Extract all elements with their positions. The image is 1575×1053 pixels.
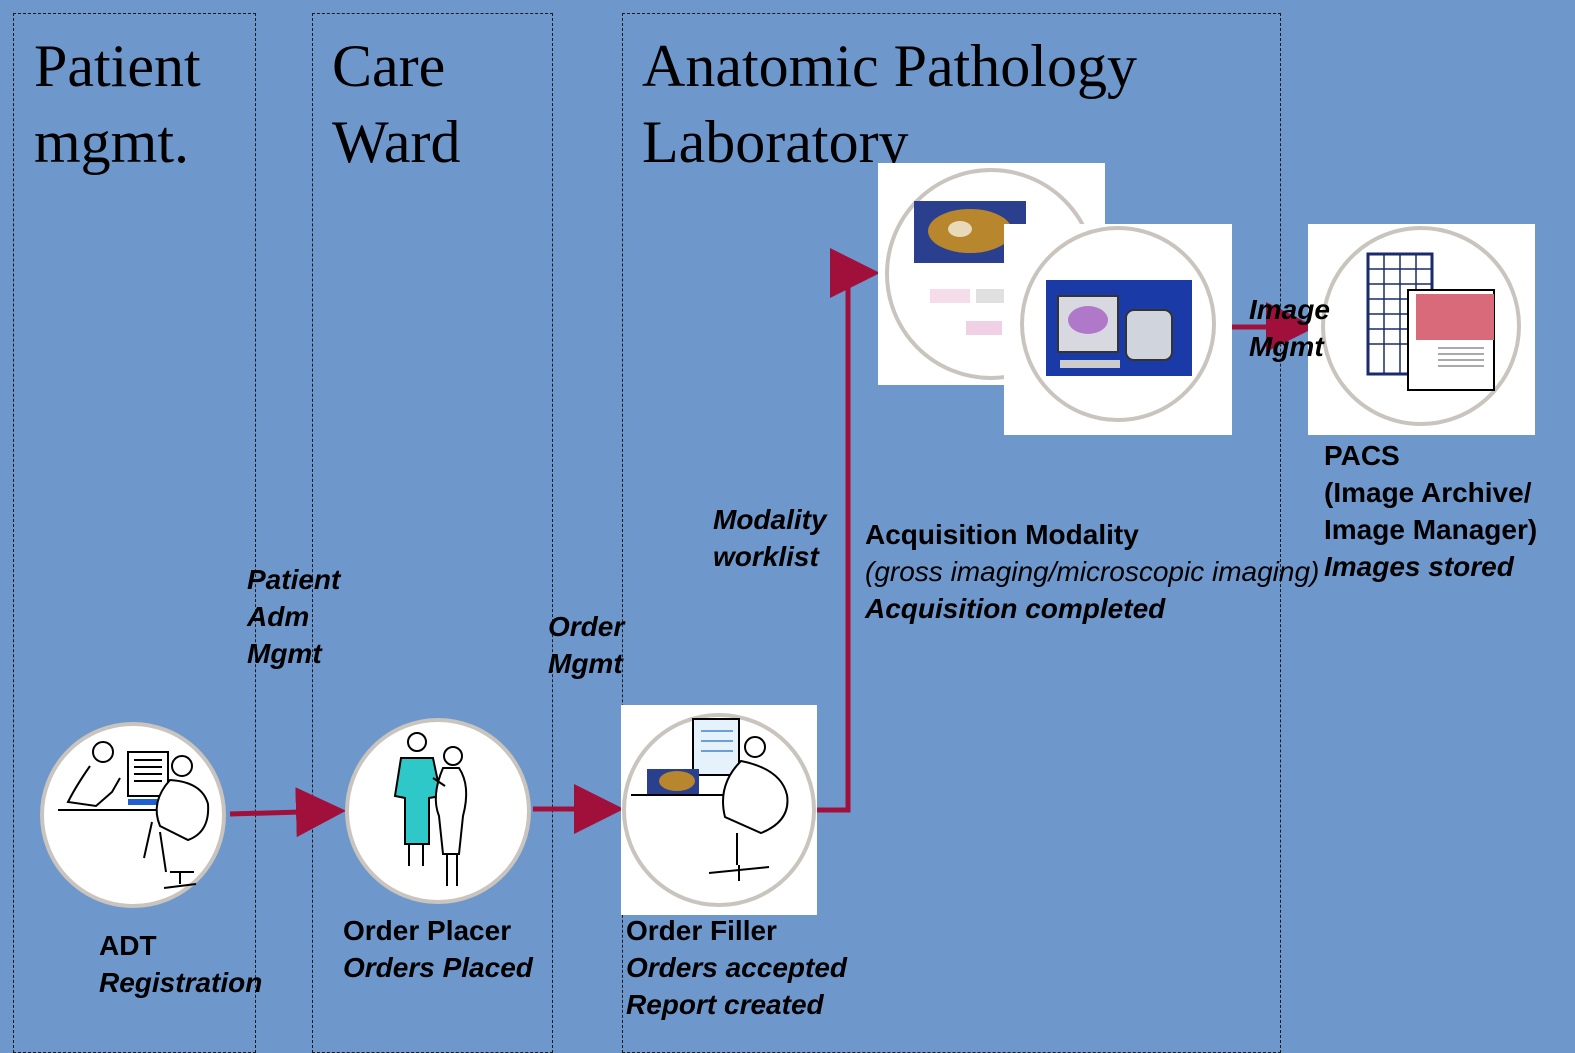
pacs-archive-icon bbox=[1321, 226, 1521, 426]
actor-pacs-label: PACS(Image Archive/Image Manager)Images … bbox=[1324, 440, 1538, 582]
slide-scanner-icon bbox=[1020, 226, 1216, 422]
doctor-patient-icon bbox=[345, 718, 531, 904]
arrow-filler-to-modality bbox=[817, 248, 880, 813]
adt-workstation-icon bbox=[40, 722, 226, 908]
actor-acquisition-modality-label: Acquisition Modality(gross imaging/micro… bbox=[865, 519, 1320, 624]
arrow-adt-to-placer bbox=[229, 787, 346, 838]
pathologist-workstation-icon bbox=[622, 713, 816, 907]
